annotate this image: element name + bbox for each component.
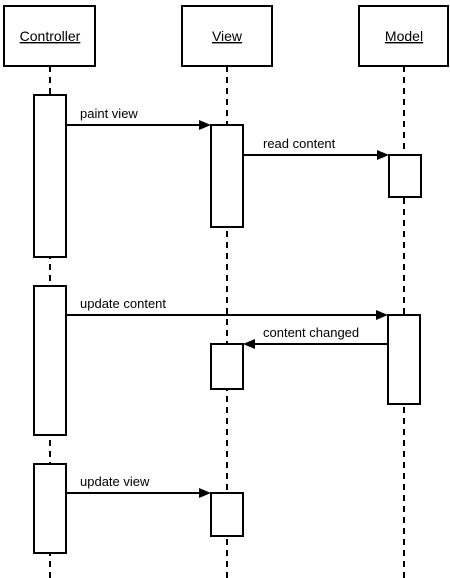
controller-activation-2	[33, 285, 67, 436]
message-read-content: read content	[243, 136, 389, 160]
read-content-arrowhead	[377, 150, 389, 160]
model-header: Model	[358, 5, 449, 67]
model-activation-2	[387, 314, 421, 405]
message-paint-view: paint view	[66, 106, 211, 130]
view-activation-3	[210, 492, 244, 537]
view-header: View	[181, 5, 273, 67]
content-changed-arrowhead	[243, 339, 255, 349]
update-view-arrowhead	[199, 488, 211, 498]
view-activation-1	[210, 124, 244, 228]
update-view-label: update view	[80, 474, 150, 489]
view-activation-2	[210, 343, 244, 390]
controller-header-box	[3, 5, 96, 67]
model-header-box	[358, 5, 449, 67]
view-name: View	[212, 28, 243, 44]
message-update-content: update content	[66, 296, 388, 320]
paint-view-label: paint view	[80, 106, 138, 121]
message-content-changed: content changed	[243, 325, 388, 349]
content-changed-label: content changed	[263, 325, 359, 340]
controller-activation-3	[33, 463, 67, 554]
update-content-label: update content	[80, 296, 166, 311]
view-header-box	[181, 5, 273, 67]
controller-activation-1	[33, 94, 67, 258]
message-update-view: update view	[66, 474, 211, 498]
controller-name: Controller	[20, 28, 81, 44]
update-content-arrowhead	[376, 310, 388, 320]
paint-view-arrowhead	[199, 120, 211, 130]
model-name: Model	[385, 28, 423, 44]
controller-header: Controller	[3, 5, 96, 67]
model-activation-1	[388, 154, 422, 198]
read-content-label: read content	[263, 136, 336, 151]
